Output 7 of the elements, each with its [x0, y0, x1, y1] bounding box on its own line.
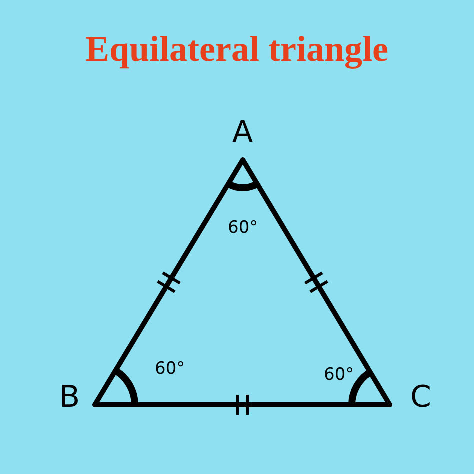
vertex-label: C: [410, 383, 432, 413]
angle-label: 60°: [228, 220, 258, 236]
angle-label: 60°: [324, 366, 354, 384]
vertex-label: A: [232, 118, 254, 148]
title: Equilateral triangle: [86, 29, 388, 69]
vertex-label: B: [60, 383, 80, 413]
angle-label: 60°: [155, 360, 186, 378]
